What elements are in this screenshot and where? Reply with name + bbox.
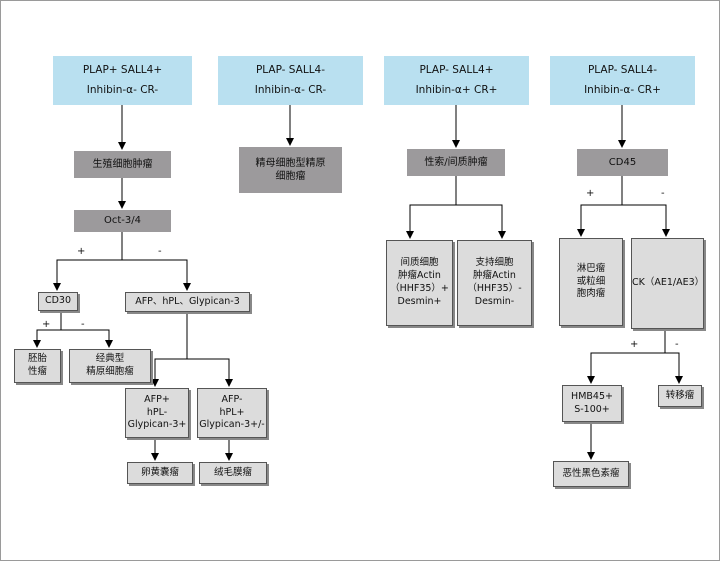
leydig-cell-tumor-box: 间质细胞 肿瘤Actin （HHF35）+ Desmin+ xyxy=(386,240,453,326)
oct-plus-sign: + xyxy=(77,246,86,257)
ck-minus-sign: - xyxy=(675,339,679,350)
arrow-afp-neg xyxy=(187,358,233,387)
arrow-ck-hmb xyxy=(587,329,666,384)
afp-negative-box: AFP- hPL+ Glypican-3+/- xyxy=(197,388,267,438)
hmb45-s100-box: HMB45+ S-100+ xyxy=(562,385,622,422)
header-2-line2: Inhibin-α- CR- xyxy=(254,83,327,96)
arrow-cd45-lymphoma xyxy=(577,176,623,237)
arrow-cd30-seminoma xyxy=(61,329,113,348)
arrow-oct-afp xyxy=(122,259,191,291)
sex-cord-stromal-box: 性索/间质肿瘤 xyxy=(407,149,505,176)
cd30-box: CD30 xyxy=(38,292,78,311)
malignant-melanoma-box: 恶性黑色素瘤 xyxy=(553,461,629,487)
arrow-cd45-ck xyxy=(622,204,670,237)
afp-positive-box: AFP+ hPL- Glypican-3+ xyxy=(125,388,189,438)
embryonal-carcinoma-box: 胚胎 性瘤 xyxy=(14,349,61,383)
sertoli-cell-tumor-box: 支持细胞 肿瘤Actin （HHF35）- Desmin- xyxy=(457,240,532,326)
ck-ae1-ae3-box: CK（AE1/AE3） xyxy=(631,238,704,329)
lymphoma-box: 淋巴瘤 或粒细 胞肉瘤 xyxy=(559,238,623,326)
arrow-ck-metastasis xyxy=(665,352,683,384)
arrow-sexcord-leydig xyxy=(406,176,457,239)
oct-minus-sign: - xyxy=(158,246,162,257)
cd30-minus-sign: - xyxy=(81,319,85,330)
arrow-afp-pos xyxy=(151,312,188,387)
header-2-line1: PLAP- SALL4- xyxy=(255,63,326,76)
cd45-plus-sign: + xyxy=(586,188,595,199)
arrow-cd30-embryonal xyxy=(33,311,62,348)
ck-plus-sign: + xyxy=(630,339,639,350)
arrow-sexcord-sertoli xyxy=(456,204,506,239)
oct-box: Oct-3/4 xyxy=(74,210,171,232)
classic-seminoma-box: 经典型 精原细胞瘤 xyxy=(69,349,151,383)
metastatic-tumor-box: 转移瘤 xyxy=(658,385,702,407)
afp-hpl-glypican-box: AFP、hPL、Glypican-3 xyxy=(125,292,250,312)
header-3-line1: PLAP- SALL4+ xyxy=(419,63,494,76)
choriocarcinoma-box: 绒毛膜瘤 xyxy=(199,462,267,484)
header-4-line1: PLAP- SALL4- xyxy=(587,63,658,76)
header-box-3: PLAP- SALL4+ Inhibin-α+ CR+ xyxy=(384,56,529,105)
header-1-line1: PLAP+ SALL4+ xyxy=(82,63,163,76)
arrow-oct-cd30 xyxy=(53,232,123,291)
header-4-line2: Inhibin-α- CR+ xyxy=(584,83,661,96)
cd45-box: CD45 xyxy=(577,149,668,176)
header-3-line2: Inhibin-α+ CR+ xyxy=(415,83,498,96)
header-box-4: PLAP- SALL4- Inhibin-α- CR+ xyxy=(550,56,695,105)
header-1-line2: Inhibin-α- CR- xyxy=(86,83,159,96)
spermatocytic-seminoma-box: 精母细胞型精原 细胞瘤 xyxy=(239,147,342,193)
cd45-minus-sign: - xyxy=(661,188,665,199)
germ-cell-tumor-box: 生殖细胞肿瘤 xyxy=(74,151,171,178)
header-box-2: PLAP- SALL4- Inhibin-α- CR- xyxy=(218,56,363,105)
header-box-1: PLAP+ SALL4+ Inhibin-α- CR- xyxy=(53,56,192,105)
cd30-plus-sign: + xyxy=(42,319,51,330)
yolk-sac-tumor-box: 卵黄囊瘤 xyxy=(127,462,193,484)
